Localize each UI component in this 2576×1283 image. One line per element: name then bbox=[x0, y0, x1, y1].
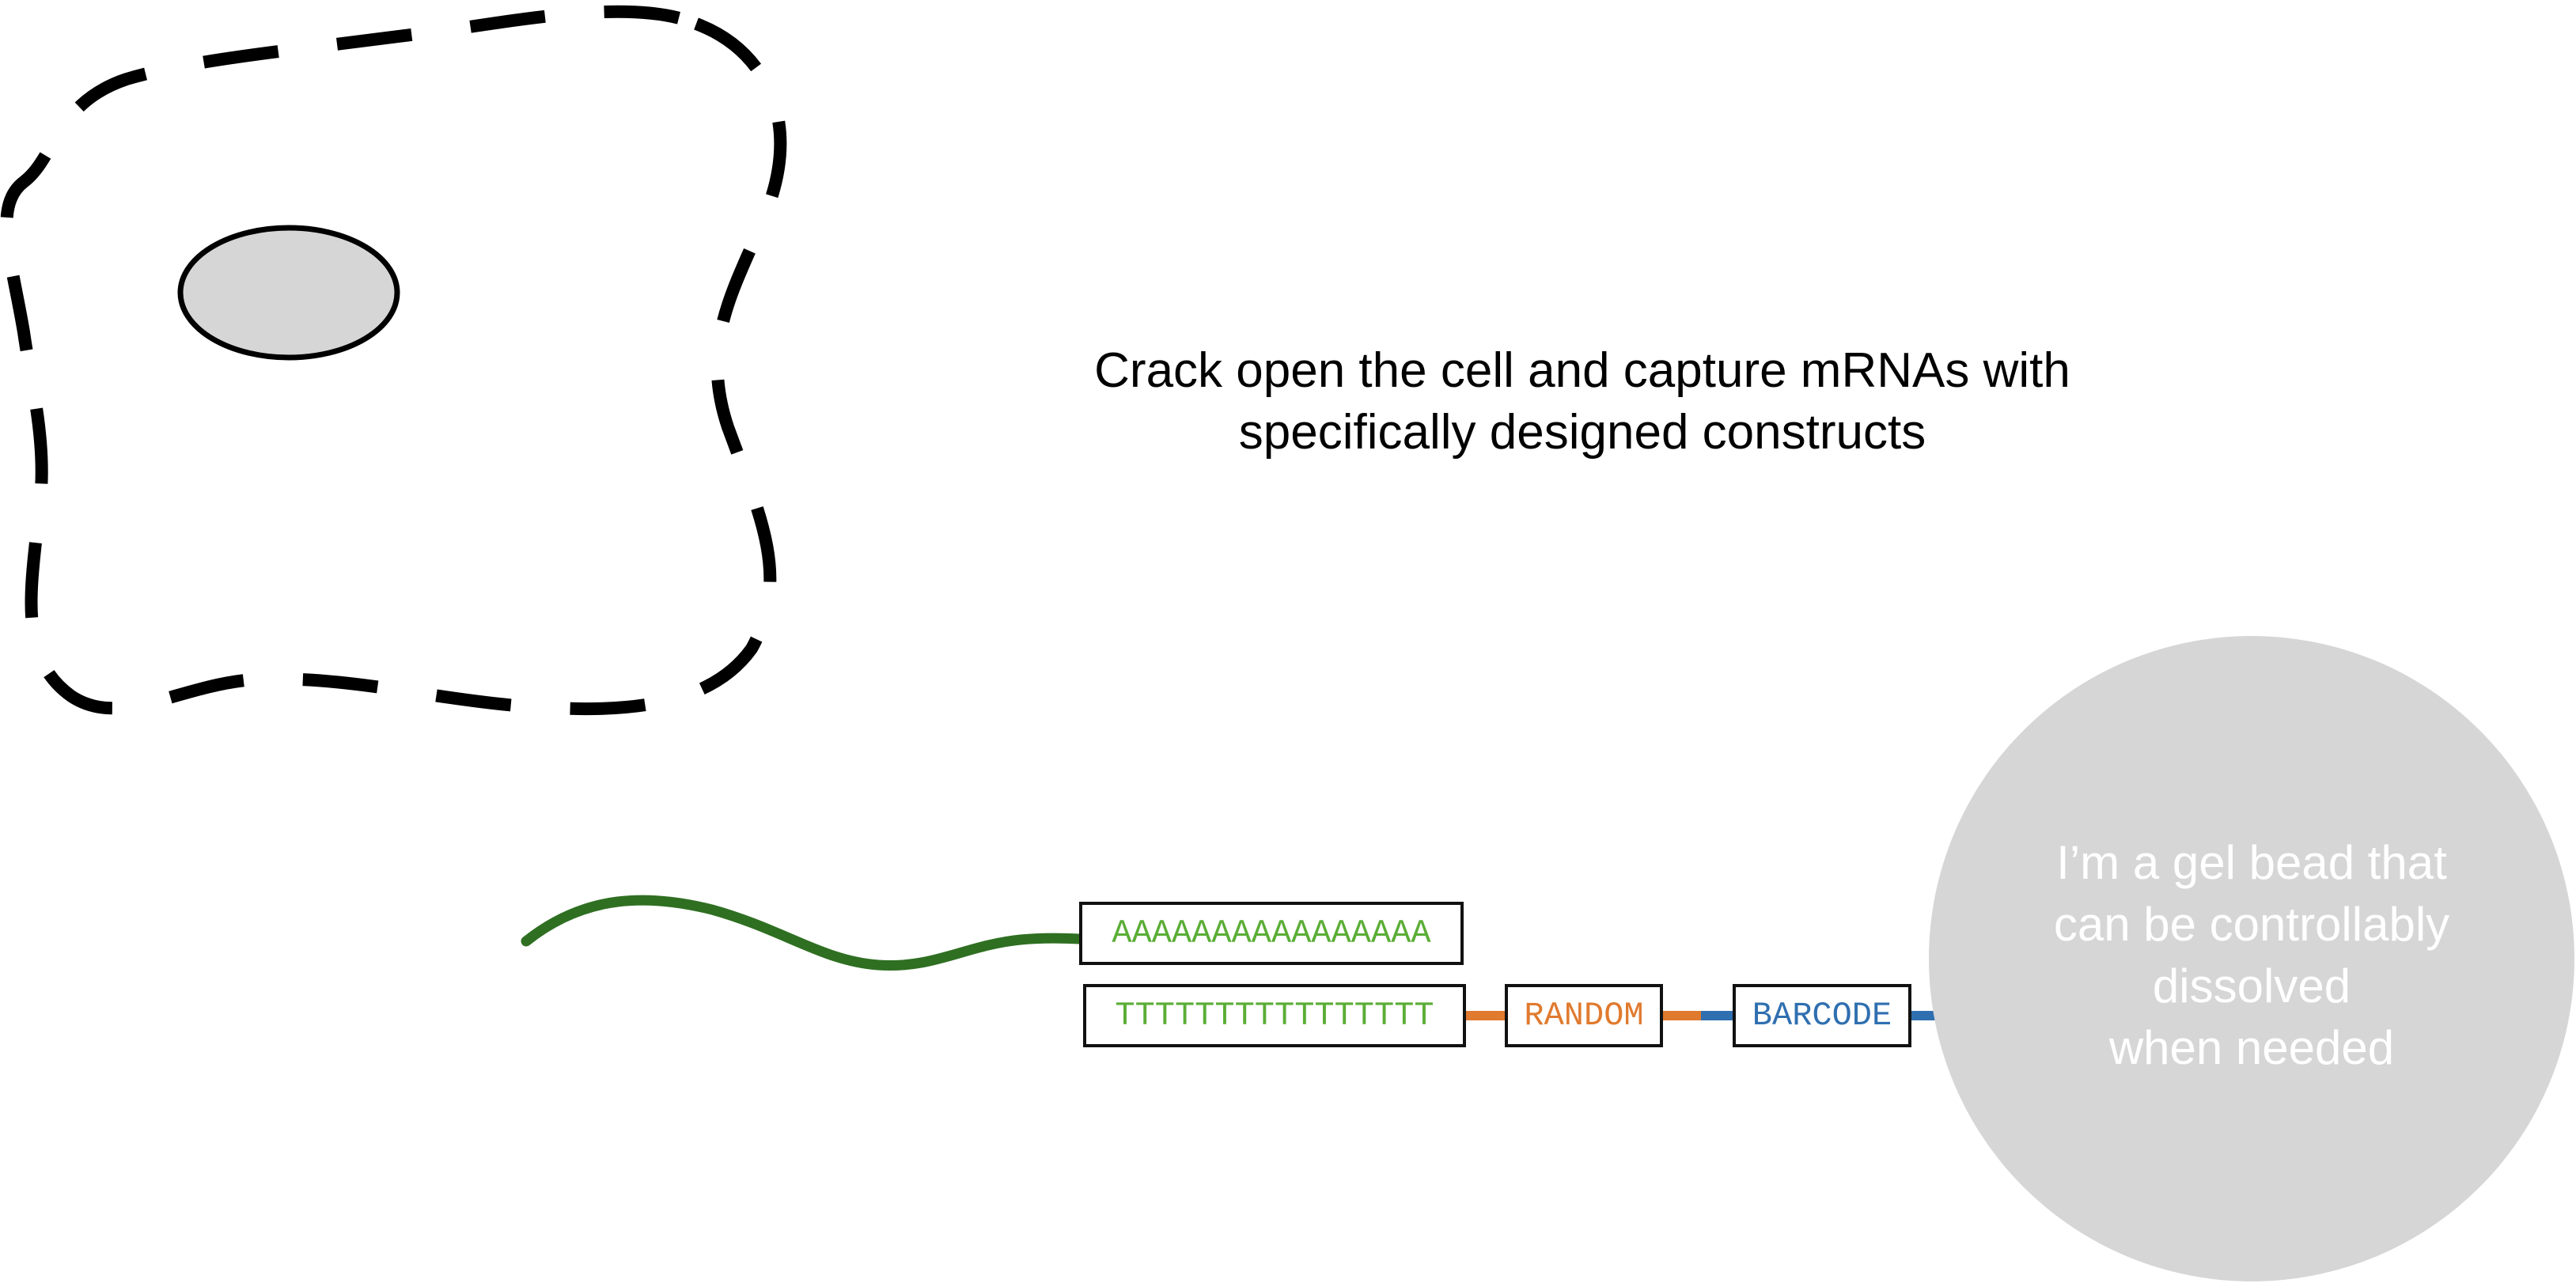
poly-t-capture-box: TTTTTTTTTTTTTTTT bbox=[1083, 984, 1466, 1047]
random-umi-box: RANDOM bbox=[1505, 984, 1663, 1047]
bead-text-line-4: when needed bbox=[2108, 1021, 2395, 1074]
nucleus bbox=[177, 225, 400, 361]
poly-t-label: TTTTTTTTTTTTTTTT bbox=[1115, 997, 1434, 1035]
gel-bead-text: I’m a gel bead that can be controllably … bbox=[1927, 832, 2576, 1079]
caption-line-1: Crack open the cell and capture mRNAs wi… bbox=[1094, 343, 2070, 398]
bead-text-line-3: dissolved bbox=[2152, 959, 2351, 1012]
mrna-strand bbox=[521, 895, 1085, 971]
gel-bead bbox=[1929, 636, 2574, 1281]
random-label: RANDOM bbox=[1524, 997, 1644, 1035]
barcode-box: BARCODE bbox=[1733, 984, 1911, 1047]
bead-text-line-1: I’m a gel bead that bbox=[2056, 836, 2447, 889]
cell-membrane bbox=[0, 5, 787, 716]
diagram-caption: Crack open the cell and capture mRNAs wi… bbox=[949, 340, 2215, 464]
poly-a-tail-label: AAAAAAAAAAAAAAAA bbox=[1112, 914, 1431, 952]
barcode-label: BARCODE bbox=[1752, 997, 1892, 1035]
bead-text-line-2: can be controllably bbox=[2053, 898, 2450, 951]
poly-a-tail-box: AAAAAAAAAAAAAAAA bbox=[1079, 902, 1464, 965]
caption-line-2: specifically designed constructs bbox=[1238, 405, 1926, 460]
